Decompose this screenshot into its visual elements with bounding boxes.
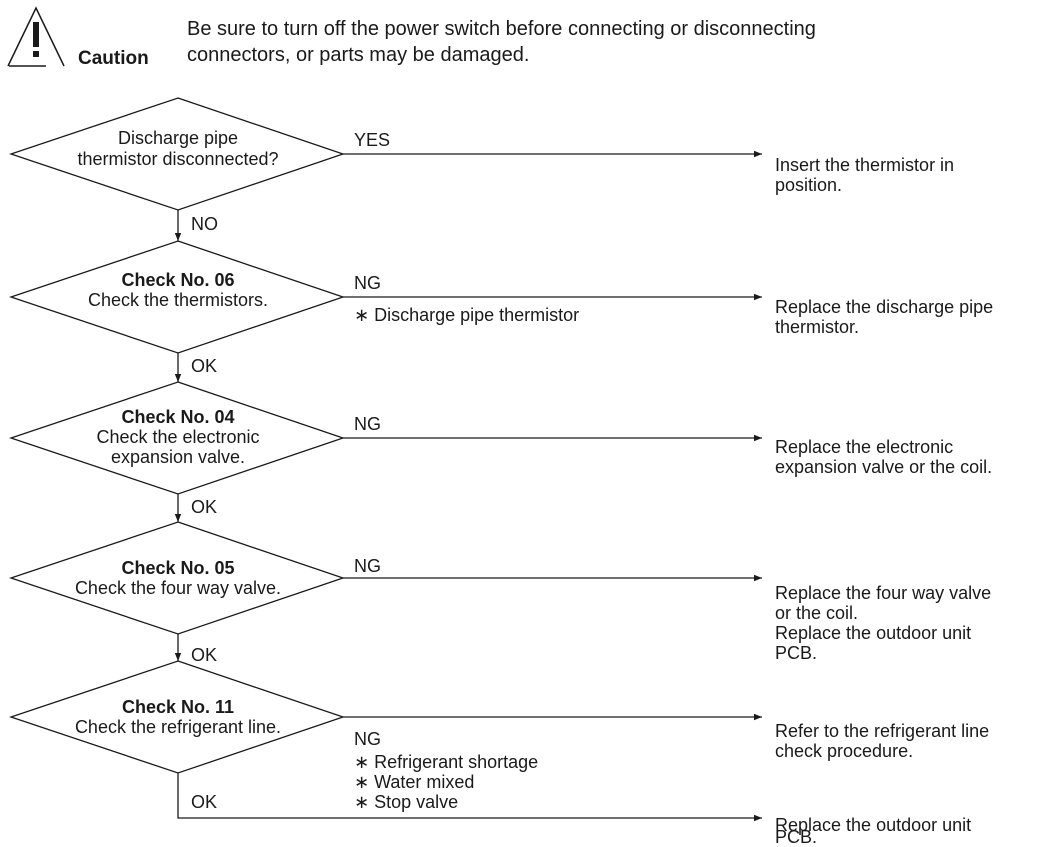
step-5-next-label: OK [191,792,218,812]
caution-text-line2: connectors, or parts may be damaged. [187,44,530,66]
step-1-next-label: NO [191,214,218,234]
step-3-result-line1: Replace the electronic [775,437,954,457]
caution-label: Caution [78,48,149,69]
step-5-note-2: ∗ Water mixed [354,772,475,792]
step-5-title: Check No. 11 [121,697,235,717]
step-5-result-line2: check procedure. [775,741,914,761]
step-3-text-line1: Check the electronic [96,427,260,447]
step-2-next-label: OK [191,356,218,376]
step-5-note-1: ∗ Refrigerant shortage [354,752,539,772]
step-5-result-line1: Refer to the refrigerant line [775,721,990,741]
step-4-result-line1: Replace the four way valve [775,583,992,603]
step-4-title: Check No. 05 [121,558,235,578]
warning-icon [7,6,65,67]
step-4-result-line4: PCB. [775,643,818,663]
step-4-result-line2: or the coil. [775,603,859,623]
step-4-text: Check the four way valve. [74,578,282,598]
step-3-next-label: OK [191,497,218,517]
caution-text-line1: Be sure to turn off the power switch bef… [187,18,816,40]
step-3-branch-label: NG [354,414,381,434]
step-1-text-line1: Discharge pipe [117,128,239,148]
step-3-text-line2: expansion valve. [110,447,246,467]
step-5-note-3: ∗ Stop valve [354,792,459,812]
step-5-text: Check the refrigerant line. [74,717,282,737]
step-1-branch-label: YES [354,130,391,150]
step-2-title: Check No. 06 [121,270,235,290]
step-2-branch-label: NG [354,273,381,293]
step-5-branch-label: NG [354,729,381,749]
final-result-line1: Replace the outdoor unit [775,815,972,835]
step-4-branch-label: NG [354,556,381,576]
step-1-result-line1: Insert the thermistor in [775,155,955,175]
ok-path-final [177,773,762,822]
step-2-note-1: ∗ Discharge pipe thermistor [354,305,580,325]
step-2-result-line2: thermistor. [775,317,860,337]
step-1-text-line2: thermistor disconnected? [77,149,279,169]
step-3-title: Check No. 04 [121,407,235,427]
final-result-line2: PCB. [775,827,818,847]
step-3-result-line2: expansion valve or the coil. [775,457,993,477]
step-2-result-line1: Replace the discharge pipe [775,297,994,317]
step-1-result-line2: position. [775,175,843,195]
step-4-next-label: OK [191,645,218,665]
step-2-text: Check the thermistors. [87,290,269,310]
step-4-result-line3: Replace the outdoor unit [775,623,972,643]
